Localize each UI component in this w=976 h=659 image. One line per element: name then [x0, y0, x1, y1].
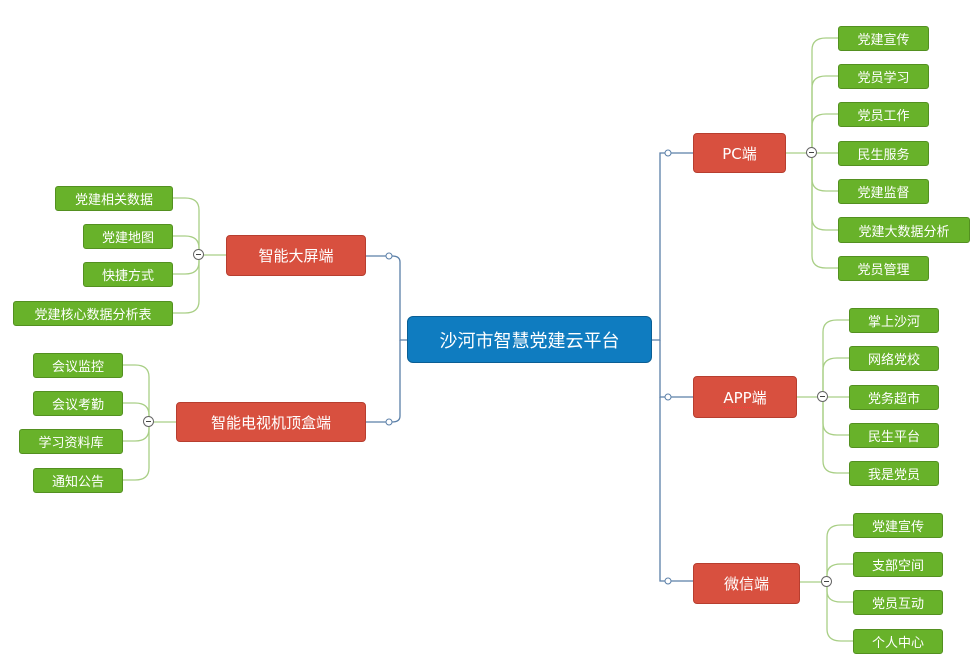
app-leaf[interactable]: 我是党员	[849, 461, 939, 486]
leaf-label: 党员工作	[857, 109, 910, 124]
leaf-label: 会议监控	[51, 360, 104, 375]
root-node[interactable]: 沙河市智慧党建云平台	[407, 316, 652, 363]
app-leaf[interactable]: 掌上沙河	[849, 308, 939, 333]
branch-tvbox-label: 智能电视机顶盒端	[210, 413, 331, 432]
app-leaf[interactable]: 民生平台	[849, 423, 939, 448]
leaf-label: 党员管理	[857, 263, 910, 278]
branch-app-label-suffix: 端	[751, 388, 767, 407]
wechat-leaf[interactable]: 支部空间	[853, 552, 943, 577]
branch-pc-label: PC端	[722, 144, 757, 163]
leaf-label: 党务超市	[867, 392, 920, 407]
leaf-label: 党建宣传	[871, 520, 924, 535]
pc-leaf[interactable]: 党建监督	[838, 179, 929, 204]
branch-wechat[interactable]: 微信端	[693, 563, 800, 604]
pc-leaf[interactable]: 党员管理	[838, 256, 929, 281]
pc-leaf[interactable]: 党建宣传	[838, 26, 929, 51]
branch-bigscreen-label: 智能大屏端	[258, 247, 334, 265]
leaf-label: 党建宣传	[857, 33, 910, 48]
wechat-leaf[interactable]: 党建宣传	[853, 513, 943, 538]
bigscreen-leaf[interactable]: 快捷方式	[83, 262, 173, 287]
pc-collapse-icon[interactable]	[806, 147, 817, 158]
branch-bigscreen[interactable]: 智能大屏端	[226, 235, 366, 276]
leaf-label: 会议考勤	[51, 398, 104, 413]
bigscreen-leaf[interactable]: 党建核心数据分析表	[13, 301, 173, 326]
leaf-label: 党员学习	[857, 71, 910, 86]
leaf-label: 党建监督	[857, 186, 910, 201]
leaf-label: 掌上沙河	[867, 315, 920, 330]
tvbox-leaf[interactable]: 会议监控	[33, 353, 123, 378]
leaf-label: 个人中心	[871, 636, 924, 651]
app-leaf[interactable]: 网络党校	[849, 346, 939, 371]
bigscreen-collapse-icon[interactable]	[193, 249, 204, 260]
leaf-label: 学习资料库	[38, 436, 104, 451]
bigscreen-leaf[interactable]: 党建相关数据	[55, 186, 173, 211]
leaf-label: 党建核心数据分析表	[34, 308, 152, 323]
leaf-label: 通知公告	[51, 475, 104, 490]
leaf-label: 党建相关数据	[74, 193, 153, 208]
tvbox-leaf[interactable]: 通知公告	[33, 468, 123, 493]
leaf-label: 支部空间	[871, 559, 924, 574]
root-label: 沙河市智慧党建云平台	[439, 330, 620, 352]
leaf-label: 党员互动	[871, 597, 924, 612]
leaf-label: 我是党员	[867, 468, 920, 483]
app-leaf[interactable]: 党务超市	[849, 385, 939, 410]
leaf-label: 党建地图	[101, 231, 154, 246]
pc-leaf[interactable]: 党员工作	[838, 102, 929, 127]
leaf-label: 快捷方式	[101, 269, 154, 284]
branch-pc[interactable]: PC端	[693, 133, 786, 173]
pc-leaf[interactable]: 党建大数据分析	[838, 217, 970, 243]
leaf-label: 党建大数据分析	[858, 224, 950, 240]
branch-app[interactable]: APP端	[693, 376, 797, 418]
leaf-label: 网络党校	[867, 353, 920, 368]
app-collapse-icon[interactable]	[817, 391, 828, 402]
pc-leaf[interactable]: 民生服务	[838, 141, 929, 166]
tvbox-collapse-icon[interactable]	[143, 416, 154, 427]
branch-wechat-label: 微信端	[723, 575, 769, 593]
wechat-leaf[interactable]: 党员互动	[853, 590, 943, 615]
leaf-label: 民生平台	[867, 430, 920, 445]
tvbox-leaf[interactable]: 会议考勤	[33, 391, 123, 416]
wechat-collapse-icon[interactable]	[821, 576, 832, 587]
branch-app-label-main: APP	[723, 388, 752, 408]
wechat-leaf[interactable]: 个人中心	[853, 629, 943, 654]
branch-tvbox[interactable]: 智能电视机顶盒端	[176, 402, 366, 442]
bigscreen-leaf[interactable]: 党建地图	[83, 224, 173, 249]
pc-leaf[interactable]: 党员学习	[838, 64, 929, 89]
leaf-label: 民生服务	[857, 148, 910, 163]
branch-app-label: APP端	[723, 387, 767, 408]
tvbox-leaf[interactable]: 学习资料库	[19, 429, 123, 454]
